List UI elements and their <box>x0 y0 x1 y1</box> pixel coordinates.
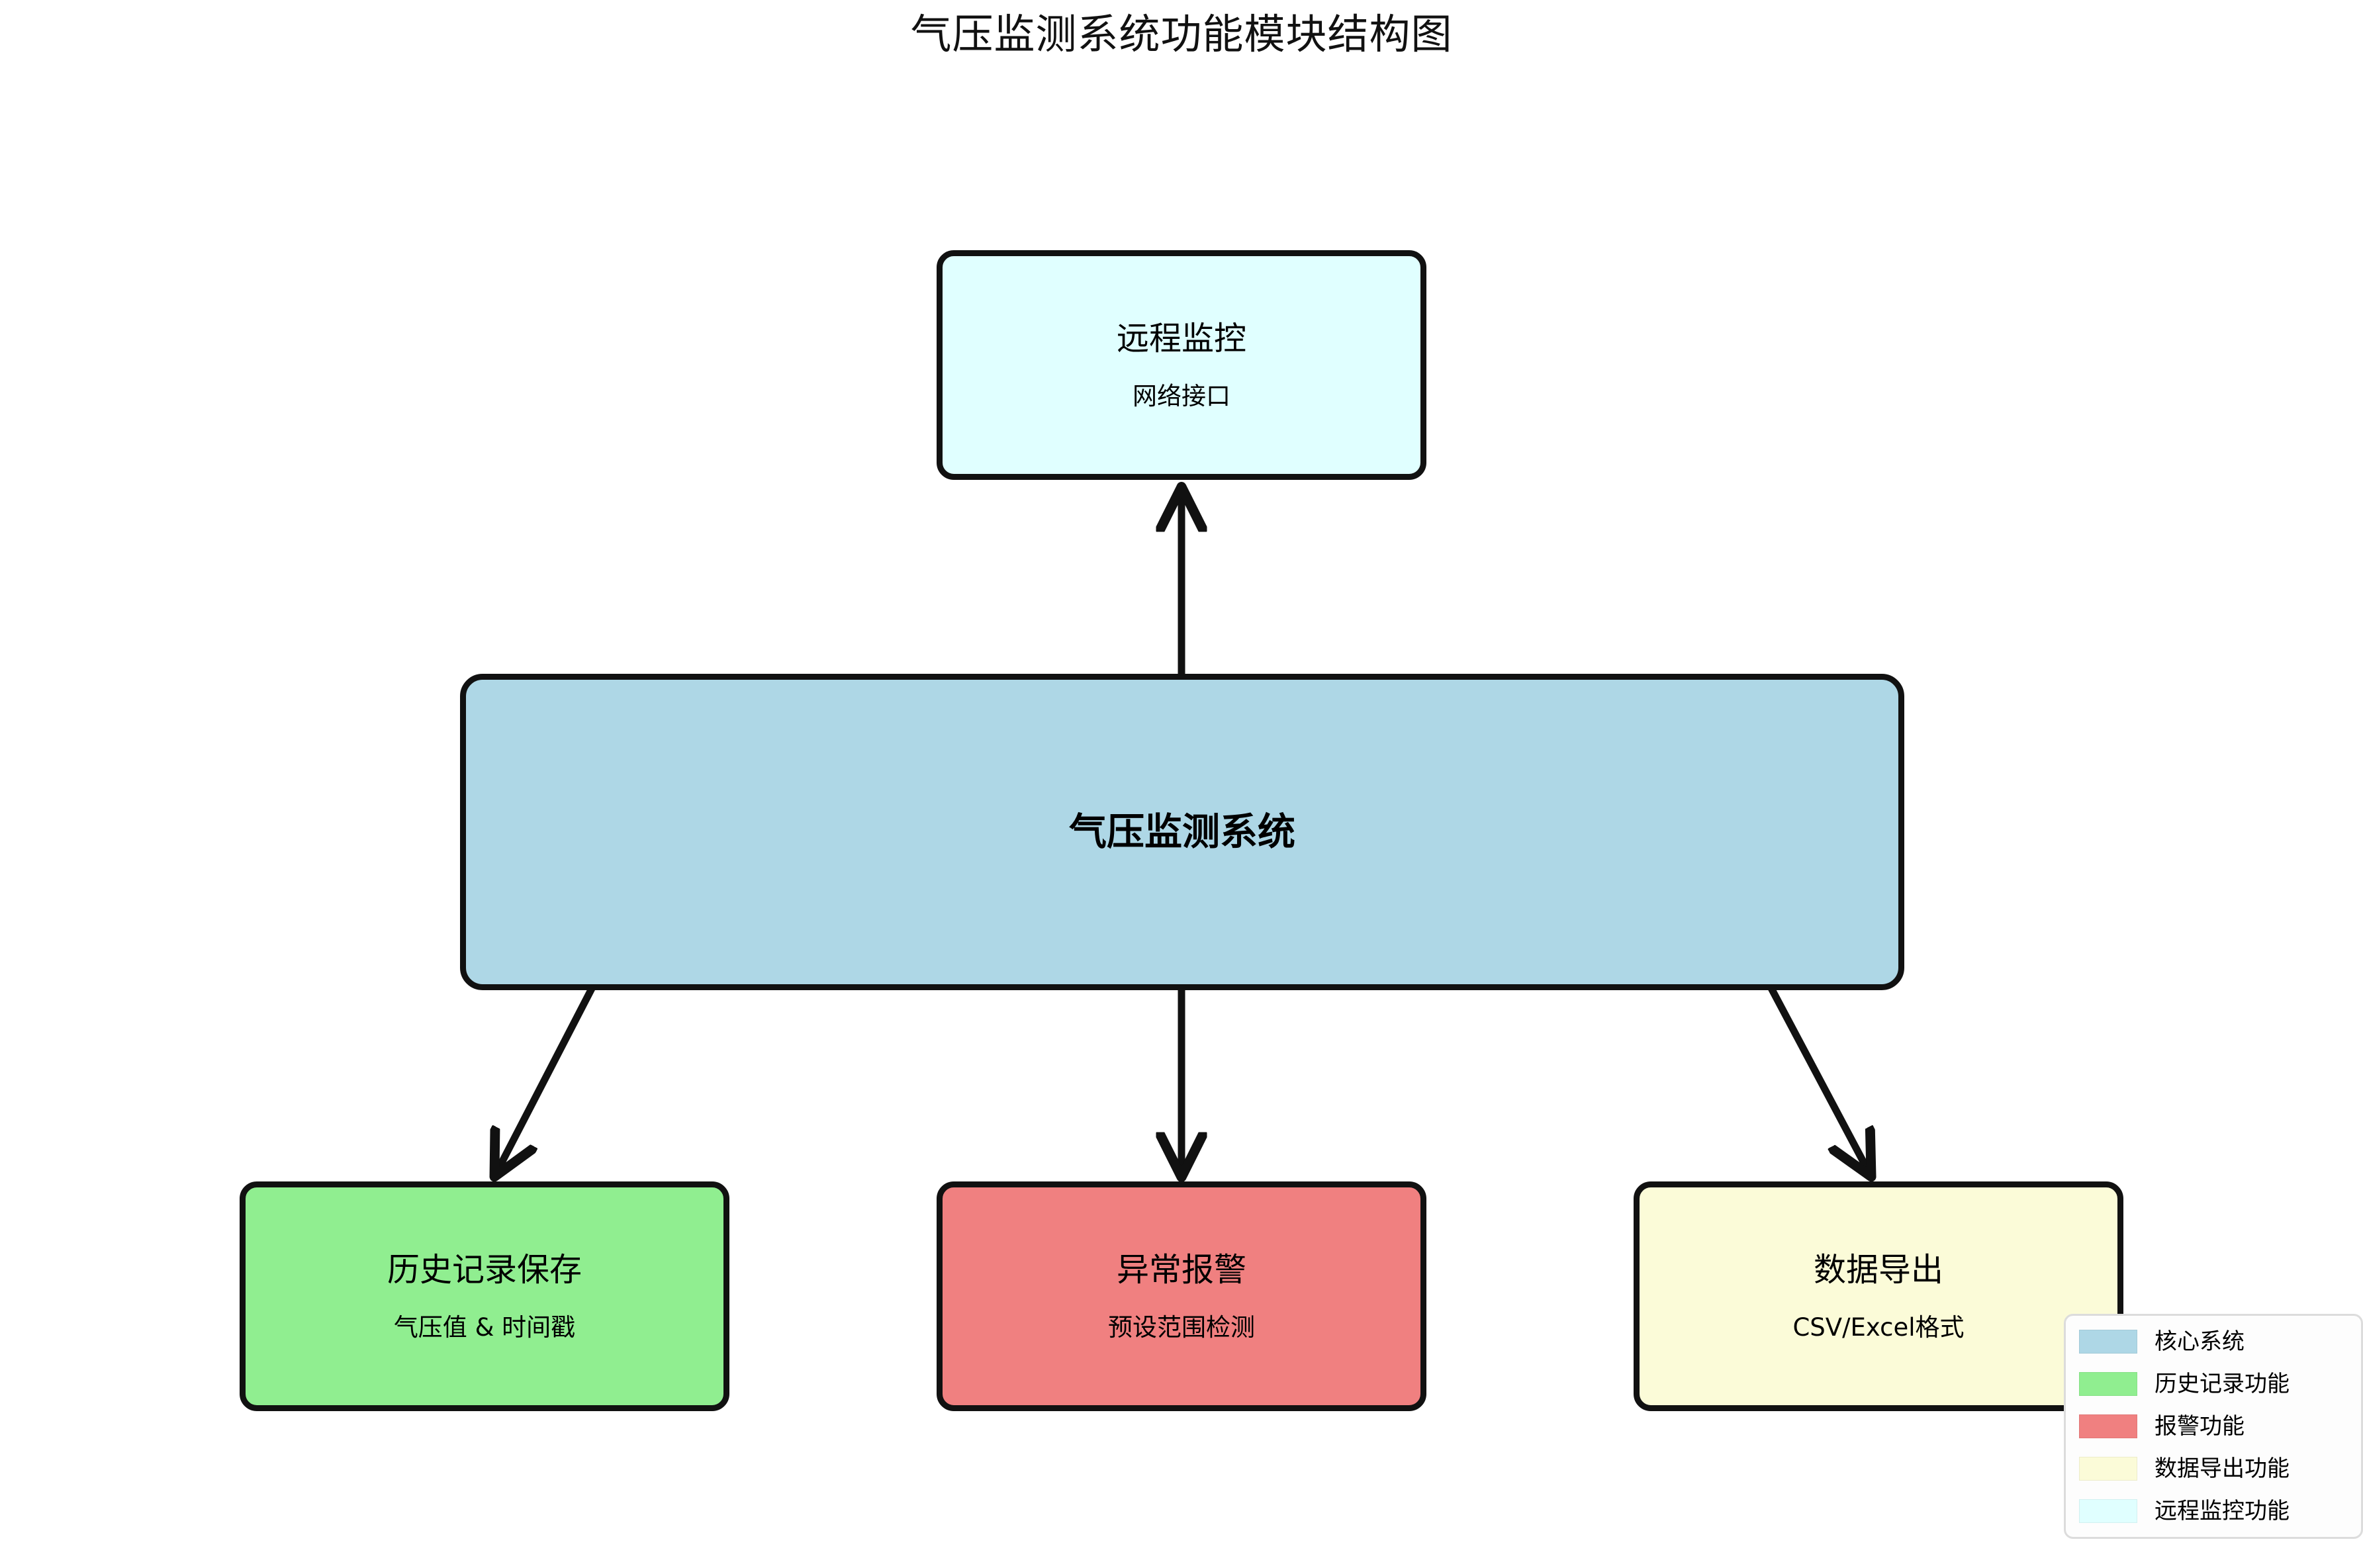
node-history-storage-title: 历史记录保存 <box>387 1250 582 1289</box>
legend-swatch-remote-function <box>2079 1499 2137 1523</box>
node-data-export[interactable]: 数据导出 CSV/Excel格式 <box>1634 1181 2123 1411</box>
node-remote-monitoring-subtitle: 网络接口 <box>1133 381 1230 410</box>
legend-swatch-core-system <box>2079 1330 2137 1354</box>
edge-central-to-history <box>496 977 600 1173</box>
legend: 核心系统 历史记录功能 报警功能 数据导出功能 远程监控功能 <box>2064 1314 2363 1539</box>
legend-label-history-function: 历史记录功能 <box>2154 1371 2290 1397</box>
node-anomaly-alarm-subtitle: 预设范围检测 <box>1108 1313 1255 1342</box>
legend-label-core-system: 核心系统 <box>2154 1328 2245 1355</box>
legend-swatch-alarm-function <box>2079 1414 2137 1438</box>
node-central-system[interactable]: 气压监测系统 <box>460 674 1904 990</box>
legend-item: 数据导出功能 <box>2079 1453 2353 1484</box>
legend-label-alarm-function: 报警功能 <box>2154 1413 2245 1440</box>
legend-item: 远程监控功能 <box>2079 1496 2353 1526</box>
page-title: 气压监测系统功能模块结构图 <box>910 10 1453 58</box>
node-history-storage-subtitle: 气压值 & 时间戳 <box>393 1313 576 1342</box>
node-data-export-subtitle: CSV/Excel格式 <box>1792 1313 1965 1342</box>
edge-central-to-export <box>1762 974 1869 1173</box>
legend-label-export-function: 数据导出功能 <box>2154 1455 2290 1482</box>
legend-item: 核心系统 <box>2079 1326 2353 1357</box>
node-history-storage[interactable]: 历史记录保存 气压值 & 时间戳 <box>240 1181 729 1411</box>
legend-item: 历史记录功能 <box>2079 1369 2353 1399</box>
node-remote-monitoring-title: 远程监控 <box>1116 319 1246 357</box>
node-anomaly-alarm[interactable]: 异常报警 预设范围检测 <box>937 1181 1426 1411</box>
legend-item: 报警功能 <box>2079 1411 2353 1442</box>
node-data-export-title: 数据导出 <box>1813 1250 1943 1289</box>
legend-swatch-export-function <box>2079 1457 2137 1481</box>
legend-swatch-history-function <box>2079 1372 2137 1396</box>
node-anomaly-alarm-title: 异常报警 <box>1116 1250 1246 1289</box>
node-remote-monitoring[interactable]: 远程监控 网络接口 <box>937 250 1426 480</box>
node-central-system-title: 气压监测系统 <box>1069 809 1295 854</box>
legend-label-remote-function: 远程监控功能 <box>2154 1498 2290 1524</box>
